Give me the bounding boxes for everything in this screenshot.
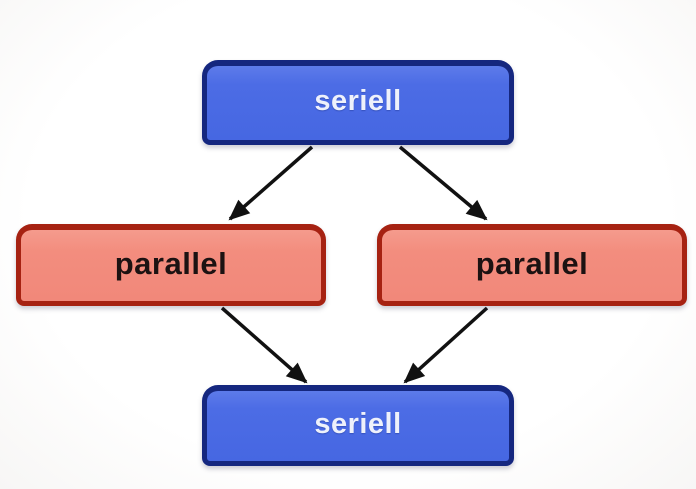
node-seriell-top: seriell bbox=[202, 60, 514, 145]
node-label: seriell bbox=[314, 407, 402, 440]
node-seriell-bottom: seriell bbox=[202, 385, 514, 466]
node-label: parallel bbox=[114, 245, 228, 281]
edge-right-to-bottom-arrow bbox=[403, 306, 489, 384]
edge-left-to-bottom-arrow bbox=[220, 306, 308, 384]
node-parallel-right: parallel bbox=[377, 224, 687, 306]
edge-top-to-left-arrow bbox=[228, 145, 314, 221]
node-label: parallel bbox=[475, 245, 589, 281]
edge-top-to-right-arrow bbox=[398, 145, 488, 221]
node-parallel-left: parallel bbox=[16, 224, 326, 306]
node-label: seriell bbox=[314, 84, 402, 117]
